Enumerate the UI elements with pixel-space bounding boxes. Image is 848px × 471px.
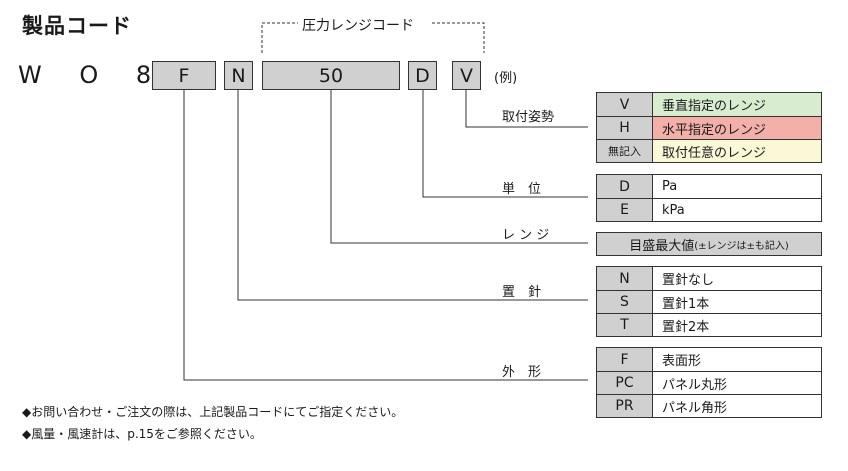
- row-key: E: [597, 199, 653, 221]
- range-box-sub: (±レンジは±も記入): [694, 240, 789, 252]
- page-title: 製品コード: [22, 14, 132, 38]
- row-key: H: [597, 117, 653, 139]
- row-key: D: [597, 175, 653, 198]
- row-value: 置針1本: [662, 296, 710, 312]
- example-label: (例): [494, 71, 518, 86]
- row-key: V: [597, 93, 653, 116]
- row-value: kPa: [662, 202, 685, 218]
- code-box-unit: D: [408, 61, 437, 90]
- table-row: F 表面形: [597, 348, 821, 371]
- label-unit: 単 位: [502, 182, 542, 197]
- needle-table: N 置針なし S 置針1本 T 置針2本: [596, 266, 822, 337]
- code-box-range: 50: [262, 61, 400, 90]
- row-value: 水平指定のレンジ: [653, 117, 821, 139]
- range-box: 目盛最大値 (±レンジは±も記入): [596, 232, 822, 256]
- label-shape: 外 形: [502, 365, 542, 380]
- row-key: PR: [597, 395, 653, 417]
- note-inquiry: ◆お問い合わせ・ご注文の際は、上記製品コードにてご指定ください。: [22, 405, 404, 419]
- row-key: S: [597, 291, 653, 313]
- range-code-label: 圧力レンジコード: [302, 18, 414, 34]
- table-row: D Pa: [597, 175, 821, 198]
- table-row: 無記入 取付任意のレンジ: [597, 139, 821, 162]
- code-box-needle: N: [224, 61, 253, 90]
- row-value: Pa: [662, 179, 678, 194]
- table-row: PR パネル角形: [597, 394, 821, 417]
- code-box-shape: F: [152, 61, 216, 90]
- mounting-table: V 垂直指定のレンジ H 水平指定のレンジ 無記入 取付任意のレンジ: [596, 92, 822, 163]
- label-mounting: 取付姿勢: [502, 110, 555, 125]
- note-reference: ◆風量・風速計は、p.15をご参照ください。: [22, 427, 262, 441]
- code-box-mounting: V: [452, 61, 481, 90]
- shape-table: F 表面形 PC パネル丸形 PR パネル角形: [596, 347, 822, 418]
- row-value: 取付任意のレンジ: [653, 140, 821, 162]
- table-row: S 置針1本: [597, 290, 821, 313]
- label-needle: 置 針: [502, 285, 542, 300]
- label-range: レ ン ジ: [502, 228, 550, 243]
- row-key: T: [597, 314, 653, 336]
- table-row: E kPa: [597, 198, 821, 221]
- row-key: F: [597, 348, 653, 371]
- table-row: V 垂直指定のレンジ: [597, 93, 821, 116]
- row-key: N: [597, 267, 653, 290]
- table-row: T 置針2本: [597, 313, 821, 336]
- row-value: パネル角形: [662, 400, 728, 416]
- row-value: 垂直指定のレンジ: [653, 93, 821, 116]
- row-key: 無記入: [597, 140, 653, 162]
- table-row: PC パネル丸形: [597, 371, 821, 394]
- row-value: 置針なし: [662, 273, 715, 288]
- row-key: PC: [597, 372, 653, 394]
- table-row: H 水平指定のレンジ: [597, 116, 821, 139]
- range-box-main: 目盛最大値: [629, 238, 695, 254]
- row-value: 表面形: [662, 354, 702, 369]
- table-row: N 置針なし: [597, 267, 821, 290]
- row-value: パネル丸形: [662, 377, 728, 393]
- row-value: 置針2本: [662, 319, 710, 335]
- unit-table: D Pa E kPa: [596, 174, 822, 222]
